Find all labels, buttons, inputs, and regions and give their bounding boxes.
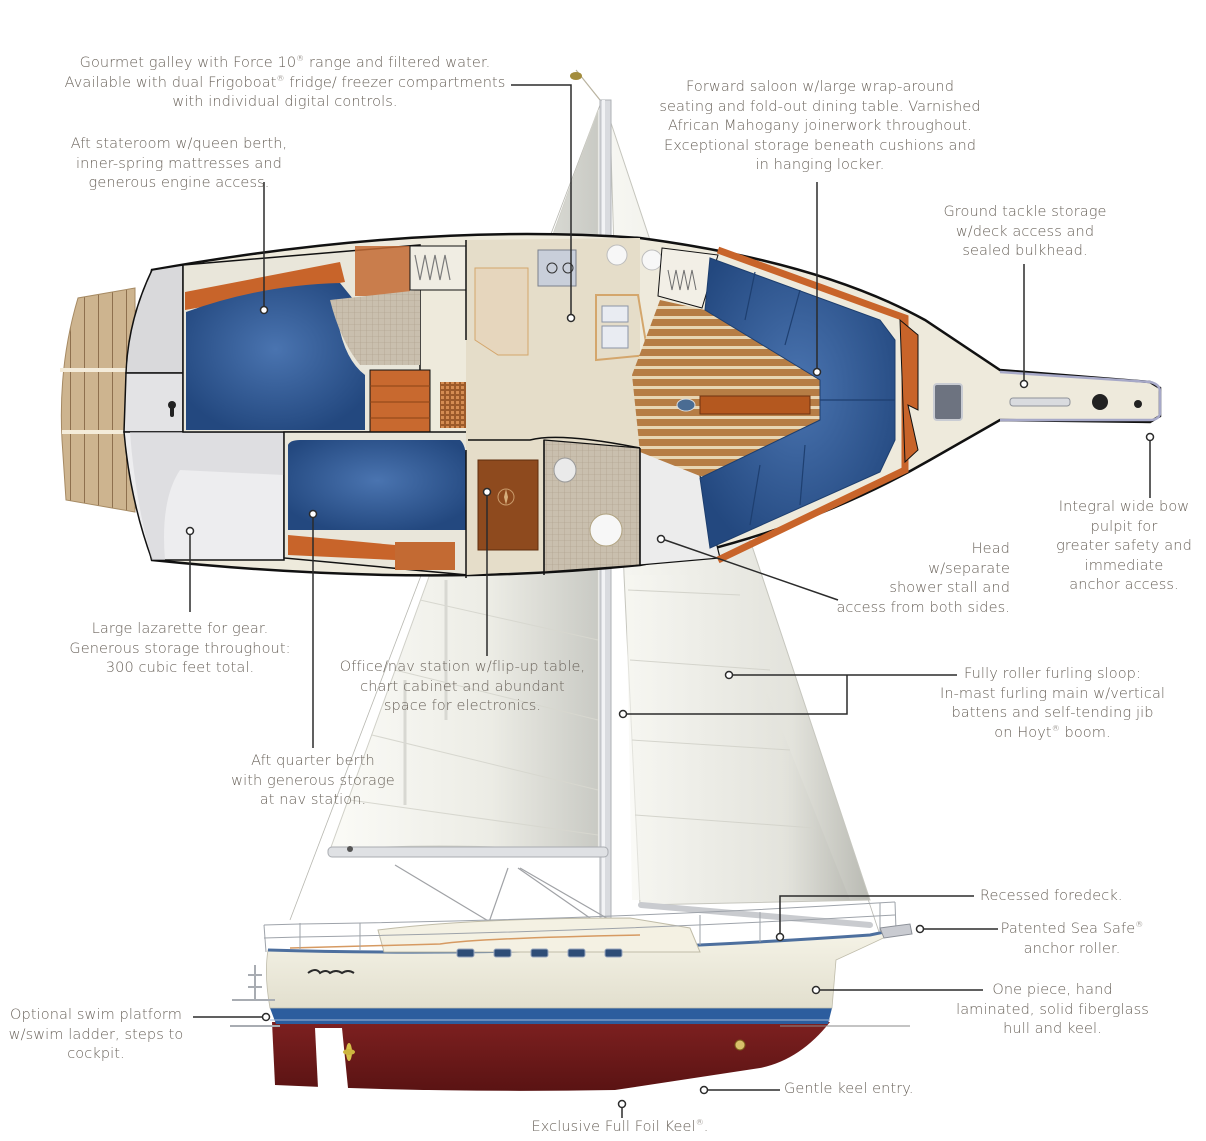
callout-recessed-foredeck: Recessed foredeck. (980, 888, 1123, 904)
chain-locker-bulkhead (899, 318, 919, 464)
transom-locker (125, 264, 184, 374)
windlass-icon (1009, 394, 1142, 410)
main-boom (327, 846, 609, 858)
callout-roller-furling: Fully roller furling sloop: In-mast furl… (939, 666, 1166, 741)
galley (474, 244, 663, 362)
anchor-roller (879, 923, 913, 939)
leader-recessed-foredeck (779, 895, 974, 933)
registered-mark: ® (296, 54, 305, 63)
port-lights (456, 948, 623, 958)
keel (272, 1022, 830, 1091)
queen-berth (186, 283, 365, 430)
callout-hull: One piece, hand laminated, solid fibergl… (956, 982, 1149, 1037)
hoyt-jib-boom (638, 902, 873, 928)
saloon-sole (632, 300, 820, 478)
head-sink (553, 457, 577, 483)
cabin-trunk (377, 917, 701, 953)
compass-rose-icon (497, 488, 515, 506)
callout-full-foil-keel: Exclusive Full Foil Keel®. (531, 1118, 709, 1135)
registered-mark: ® (1135, 920, 1144, 929)
callout-aft-stateroom: Aft stateroom w/queen berth, inner-sprin… (70, 136, 288, 191)
rigging (394, 864, 611, 929)
callout-head: Head w/separate shower stall and access … (836, 541, 1010, 616)
registered-mark: ® (1051, 723, 1060, 733)
callout-forward-saloon: Forward saloon w/large wrap-around seati… (659, 79, 981, 173)
callout-swim-platform: Optional swim platform w/swim ladder, st… (8, 1007, 184, 1062)
hull-name-mark (307, 969, 355, 975)
hanging-locker-fwd (657, 247, 719, 309)
settee-cushion-seams (744, 271, 895, 526)
dining-table (699, 395, 811, 415)
registered-mark: ® (276, 73, 285, 83)
callout-lazarette: Large lazarette for gear. Generous stora… (69, 621, 291, 676)
leader-head (664, 539, 839, 601)
callout-nav-station: Office/nav station w/flip-up table, char… (339, 659, 586, 714)
callout-ground-tackle: Ground tackle storage w/deck access and … (943, 204, 1107, 259)
bow-pulpit (999, 370, 1162, 422)
rudder-aperture (315, 1028, 348, 1088)
fridge-lid-1 (606, 244, 628, 266)
swim-deck (60, 287, 136, 513)
callout-aft-quarter-berth: Aft quarter berth with generous storage … (231, 753, 395, 808)
callout-keel-entry: Gentle keel entry. (784, 1081, 914, 1097)
registered-mark: ® (695, 1118, 704, 1127)
toilet (589, 513, 623, 547)
callout-bow-pulpit: Integral wide bow pulpit for greater saf… (1056, 499, 1192, 593)
callout-anchor-roller: Patented Sea Safe® anchor roller. (1000, 920, 1144, 957)
deck-plan (60, 232, 1162, 578)
lifelines (263, 901, 897, 953)
galley-sink-2 (601, 325, 629, 349)
ground-tackle-hatch (933, 383, 963, 421)
mainsail-seams (349, 599, 599, 836)
leader-lines (189, 84, 1151, 1118)
wraparound-settee (699, 257, 896, 549)
propeller-icon (343, 1043, 355, 1061)
vertical-battens (403, 580, 448, 805)
bulkheads (465, 240, 641, 578)
galley-sink-1 (601, 305, 629, 323)
leader-roller-furling (627, 674, 957, 715)
masthead-instrument (570, 69, 601, 101)
leader-endpoints (185, 305, 1155, 1109)
callout-galley: Gourmet galley with Force 10® range and … (64, 54, 506, 110)
swim-platform-ladder (230, 965, 280, 1027)
leader-galley (511, 84, 572, 314)
thru-hull-fitting (734, 1039, 746, 1051)
boot-stripe (270, 1008, 832, 1024)
fridge-lid-2 (641, 249, 663, 271)
jib-seams (627, 589, 816, 829)
helm-icon (168, 401, 176, 417)
